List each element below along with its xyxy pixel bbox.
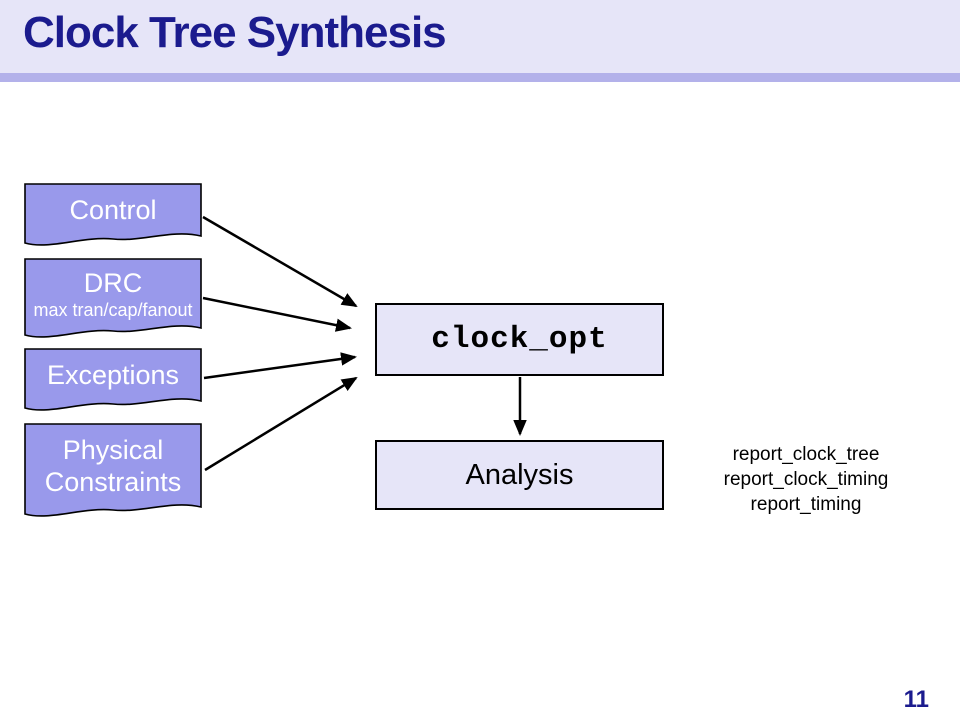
header-divider-band (0, 73, 960, 82)
input-shape-control: Control (24, 183, 202, 249)
document-shape-icon (24, 183, 202, 246)
arrow-exceptions-to-clockopt (203, 352, 357, 380)
page-number: 11 (903, 686, 929, 713)
input-label-drc: DRC max tran/cap/fanout (24, 258, 202, 329)
report-command: report_timing (750, 494, 862, 515)
input-label-drc-sub: max tran/cap/fanout (33, 299, 193, 320)
input-label-physical-constraints: Physical Constraints (44, 434, 182, 497)
report-command: report_clock_timing (723, 469, 889, 490)
document-shape-icon (24, 258, 202, 338)
clock-opt-box: clock_opt (375, 303, 664, 376)
header-background (0, 0, 960, 73)
clock-opt-label: clock_opt (431, 322, 608, 357)
input-shape-drc: DRC max tran/cap/fanout (24, 258, 202, 341)
page-title: Clock Tree Synthesis (23, 8, 447, 57)
report-command: report_clock_tree (732, 444, 880, 465)
input-label-control: Control (69, 195, 157, 225)
analysis-box: Analysis (375, 440, 664, 510)
input-label-exceptions: Exceptions (46, 360, 180, 390)
arrow-control-to-clockopt (202, 215, 358, 308)
arrow-drc-to-clockopt (202, 296, 352, 332)
arrow-physical-to-clockopt (204, 376, 358, 472)
report-commands: report_clock_tree report_clock_timing re… (690, 442, 922, 517)
input-label-drc-main: DRC (83, 267, 143, 298)
input-shape-physical-constraints: Physical Constraints (24, 423, 202, 520)
document-shape-icon (24, 348, 202, 411)
document-shape-icon (24, 423, 202, 517)
input-shape-exceptions: Exceptions (24, 348, 202, 414)
analysis-label: Analysis (465, 458, 574, 491)
